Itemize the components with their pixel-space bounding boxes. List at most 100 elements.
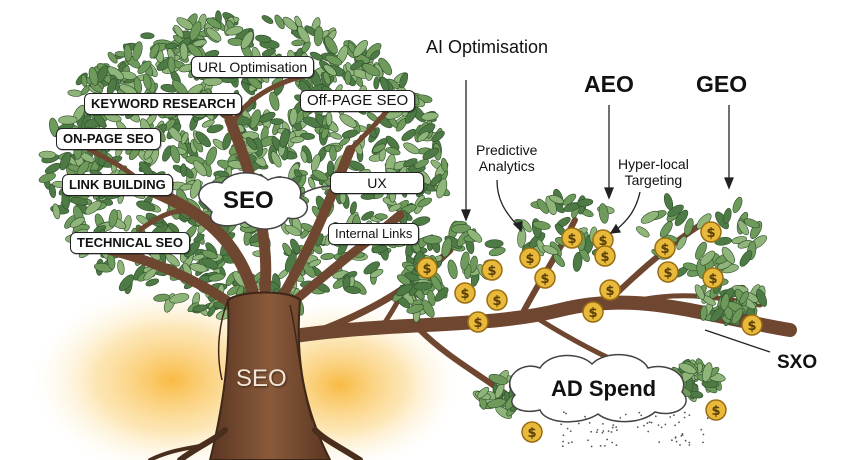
leaf bbox=[341, 129, 359, 139]
dot bbox=[610, 431, 613, 433]
leaf bbox=[372, 143, 386, 153]
leaf bbox=[353, 39, 368, 58]
leaf bbox=[192, 304, 208, 313]
svg-text:$: $ bbox=[663, 266, 672, 281]
dot bbox=[679, 444, 681, 446]
leaf bbox=[206, 124, 224, 134]
leaf bbox=[477, 386, 490, 399]
sxo-pointer-line bbox=[704, 329, 771, 353]
leaf bbox=[403, 142, 420, 155]
leaf bbox=[270, 118, 284, 125]
dot bbox=[706, 417, 709, 420]
leaf bbox=[678, 362, 697, 375]
dot bbox=[577, 422, 580, 425]
leaf bbox=[723, 207, 732, 224]
arrow-down-icon bbox=[724, 105, 734, 190]
dot bbox=[664, 423, 667, 426]
dot bbox=[611, 441, 614, 444]
dot bbox=[571, 441, 573, 444]
leaf bbox=[743, 218, 760, 229]
dollar-coin-icon: $ bbox=[582, 301, 604, 323]
leaf bbox=[324, 36, 338, 55]
dot bbox=[702, 433, 705, 436]
dot bbox=[612, 424, 615, 427]
dot bbox=[562, 440, 564, 443]
leaf bbox=[329, 145, 337, 161]
dot bbox=[596, 429, 599, 431]
leaf bbox=[487, 398, 506, 409]
leaf bbox=[739, 291, 749, 305]
leaf bbox=[441, 237, 452, 258]
ad-spend-cloud bbox=[509, 353, 709, 448]
leaf bbox=[329, 132, 342, 140]
dot bbox=[606, 438, 608, 441]
dot bbox=[595, 431, 598, 434]
dollar-coin-icon: $ bbox=[702, 267, 724, 289]
trunk-seo-label: SEO bbox=[236, 365, 287, 392]
internal-links-tag: Internal Links bbox=[328, 223, 420, 245]
leaf bbox=[349, 201, 357, 215]
leaf bbox=[422, 147, 440, 160]
dot bbox=[674, 424, 676, 427]
geo-label: GEO bbox=[696, 71, 748, 97]
leaf bbox=[731, 308, 744, 325]
leaf bbox=[460, 251, 470, 271]
leaf bbox=[739, 250, 753, 267]
leaf bbox=[193, 160, 207, 177]
leaf bbox=[447, 259, 458, 279]
dot bbox=[646, 422, 649, 425]
dot bbox=[702, 441, 704, 444]
leaf bbox=[484, 239, 504, 249]
svg-text:$: $ bbox=[660, 242, 669, 257]
dot bbox=[673, 414, 675, 417]
dollar-coin-icon: $ bbox=[416, 257, 438, 279]
svg-text:$: $ bbox=[605, 284, 614, 299]
leaf bbox=[58, 115, 78, 125]
off-page-seo-tag: Off-PAGE SEO bbox=[300, 90, 416, 112]
leaf bbox=[142, 73, 152, 90]
dot bbox=[615, 426, 618, 428]
dot bbox=[638, 411, 641, 414]
leaf bbox=[180, 163, 187, 177]
leaf bbox=[205, 146, 217, 166]
leaf bbox=[732, 196, 743, 213]
dot bbox=[616, 429, 618, 431]
dot bbox=[624, 413, 627, 416]
leaf bbox=[162, 145, 173, 162]
leaf bbox=[201, 249, 218, 259]
leaf bbox=[240, 31, 254, 49]
dollar-coin-icon: $ bbox=[521, 421, 543, 443]
leaf bbox=[488, 373, 508, 385]
leaf bbox=[344, 70, 352, 85]
dollar-coin-icon: $ bbox=[657, 261, 679, 283]
arrow-down-icon bbox=[461, 80, 471, 222]
dot bbox=[648, 421, 651, 423]
arrow-down-icon bbox=[496, 179, 523, 233]
leaf bbox=[70, 196, 88, 206]
leaf bbox=[532, 220, 551, 230]
svg-text:$: $ bbox=[527, 426, 536, 441]
sxo-label: SXO bbox=[777, 352, 818, 373]
svg-text:$: $ bbox=[708, 272, 717, 287]
leaf bbox=[714, 236, 733, 246]
link-building-tag: LINK BUILDING bbox=[62, 174, 173, 196]
leaf bbox=[667, 204, 684, 217]
leaf bbox=[699, 250, 716, 266]
leaf bbox=[362, 63, 381, 77]
leaf bbox=[549, 194, 564, 204]
leaf bbox=[38, 150, 57, 159]
dollar-coin-icon: $ bbox=[741, 314, 763, 336]
svg-text:$: $ bbox=[588, 306, 597, 321]
ad-spend-label: AD Spend bbox=[551, 376, 657, 401]
leaf bbox=[440, 158, 448, 172]
dot bbox=[602, 423, 604, 425]
leaf bbox=[517, 228, 527, 248]
leaf bbox=[261, 48, 276, 57]
dot bbox=[688, 444, 691, 446]
leaf bbox=[123, 44, 132, 62]
leaf bbox=[189, 263, 208, 273]
leaf bbox=[430, 173, 443, 187]
svg-text:$: $ bbox=[525, 252, 534, 267]
leaf bbox=[261, 15, 274, 24]
